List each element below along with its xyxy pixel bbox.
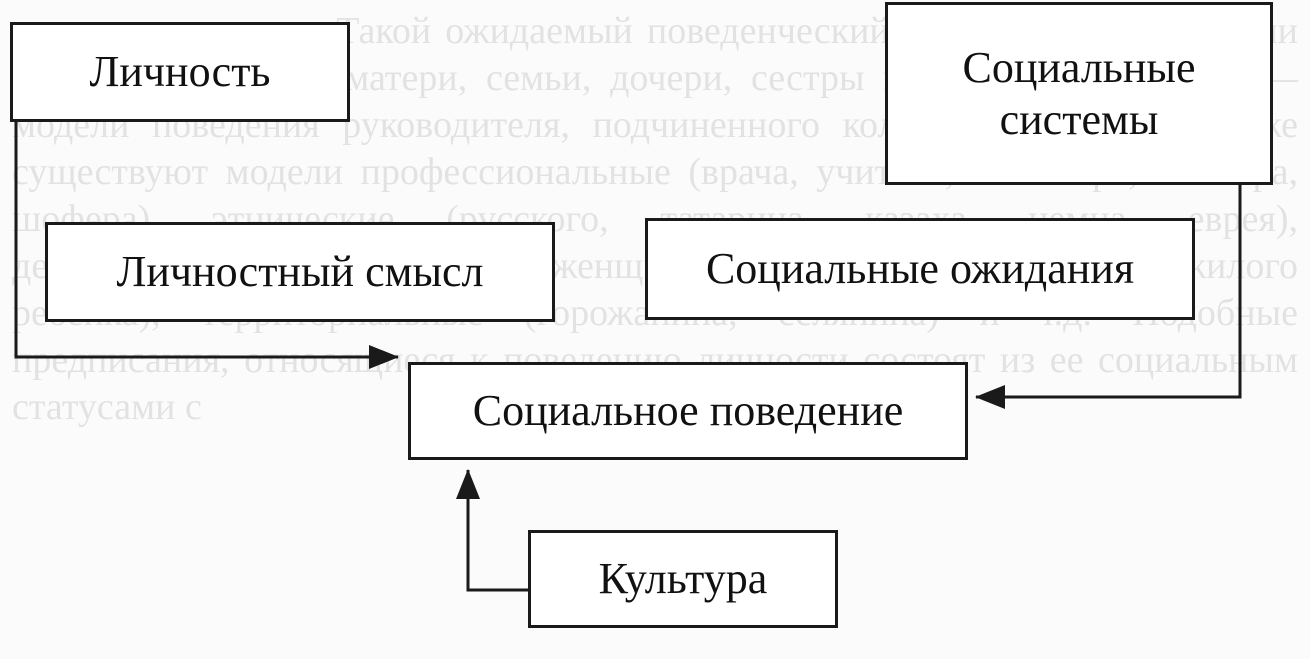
- node-social-systems-label-line2: системы: [999, 94, 1159, 144]
- edge-systems-to-povedenie: [975, 125, 1242, 409]
- node-social-behavior: Социальное поведение: [408, 362, 968, 460]
- node-lichnost-label: Личность: [89, 47, 271, 96]
- node-social-expectations: Социальные ожидания: [645, 218, 1195, 320]
- node-culture: Культура: [528, 530, 838, 628]
- edge-lichnost-to-povedenie: [14, 90, 399, 369]
- node-lichnost: Личность: [10, 22, 350, 122]
- node-social-behavior-label: Социальное поведение: [472, 386, 904, 435]
- node-personal-meaning: Личностный смысл: [45, 222, 555, 322]
- node-culture-label: Культура: [598, 554, 768, 603]
- node-social-systems-label-line1: Социальные: [962, 42, 1196, 92]
- node-personal-meaning-label: Личностный смысл: [116, 247, 484, 296]
- edge-kultura-to-povedenie: [456, 469, 528, 592]
- node-social-systems: Социальные системы: [885, 2, 1273, 185]
- node-social-expectations-label: Социальные ожидания: [705, 244, 1135, 293]
